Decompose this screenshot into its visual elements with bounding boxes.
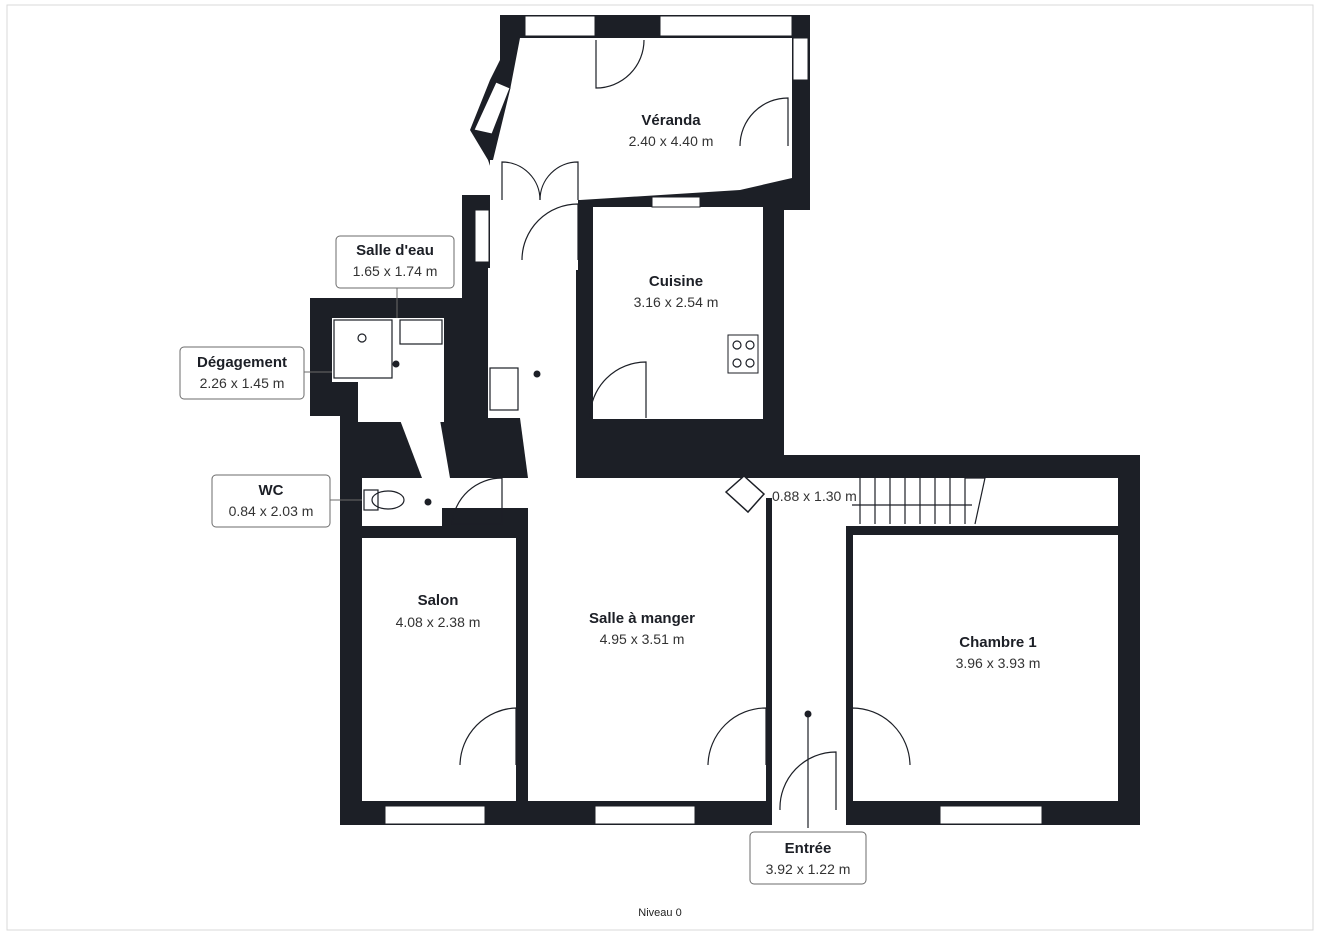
cuisine-name: Cuisine	[649, 273, 703, 290]
level-label: Niveau 0	[638, 907, 681, 919]
wc-name: WC	[259, 482, 284, 499]
entree-area	[772, 498, 846, 825]
cuisine-dims: 3.16 x 2.54 m	[634, 294, 719, 310]
basin-icon	[489, 367, 519, 411]
page-frame	[6, 4, 1314, 931]
salle-eau-dims: 1.65 x 1.74 m	[353, 263, 438, 279]
degagement-dims: 2.26 x 1.45 m	[200, 375, 285, 391]
salle-eau-name: Salle d'eau	[356, 242, 434, 259]
callouts: Salle d'eau 1.65 x 1.74 m Dégagement 2.2…	[179, 235, 867, 885]
stair-area-dims: 0.88 x 1.30 m	[772, 488, 857, 504]
chambre1-area	[853, 535, 1118, 801]
toilet-icon	[371, 490, 405, 510]
wc-dims: 0.84 x 2.03 m	[229, 503, 314, 519]
doors	[451, 39, 911, 811]
boiler-icon	[724, 474, 766, 514]
salle-manger-area	[528, 498, 766, 801]
windows	[384, 15, 1043, 825]
sink-icon	[399, 319, 443, 345]
veranda-name: Véranda	[641, 112, 701, 129]
salle-manger-dims: 4.95 x 3.51 m	[600, 631, 685, 647]
entree-name: Entrée	[785, 840, 832, 857]
cuisine-area	[593, 207, 763, 419]
chambre1-name: Chambre 1	[959, 634, 1037, 651]
fixtures	[333, 319, 986, 828]
shower-icon	[333, 319, 393, 379]
degagement-name: Dégagement	[197, 354, 287, 371]
veranda-area	[493, 38, 792, 200]
walls	[310, 15, 1140, 825]
cooktop-icon	[727, 334, 759, 374]
salon-name: Salon	[418, 592, 459, 609]
stairs-icon	[852, 477, 986, 525]
salle-manger-name: Salle à manger	[589, 610, 695, 627]
chambre1-dims: 3.96 x 3.93 m	[956, 655, 1041, 671]
entree-dims: 3.92 x 1.22 m	[766, 861, 851, 877]
veranda-dims: 2.40 x 4.40 m	[629, 133, 714, 149]
salon-dims: 4.08 x 2.38 m	[396, 614, 481, 630]
salle-eau-area	[332, 318, 444, 382]
salon-area	[362, 538, 516, 801]
stair-area	[772, 478, 1118, 526]
room-labels: Véranda 2.40 x 4.40 m Cuisine 3.16 x 2.5…	[396, 112, 1041, 671]
